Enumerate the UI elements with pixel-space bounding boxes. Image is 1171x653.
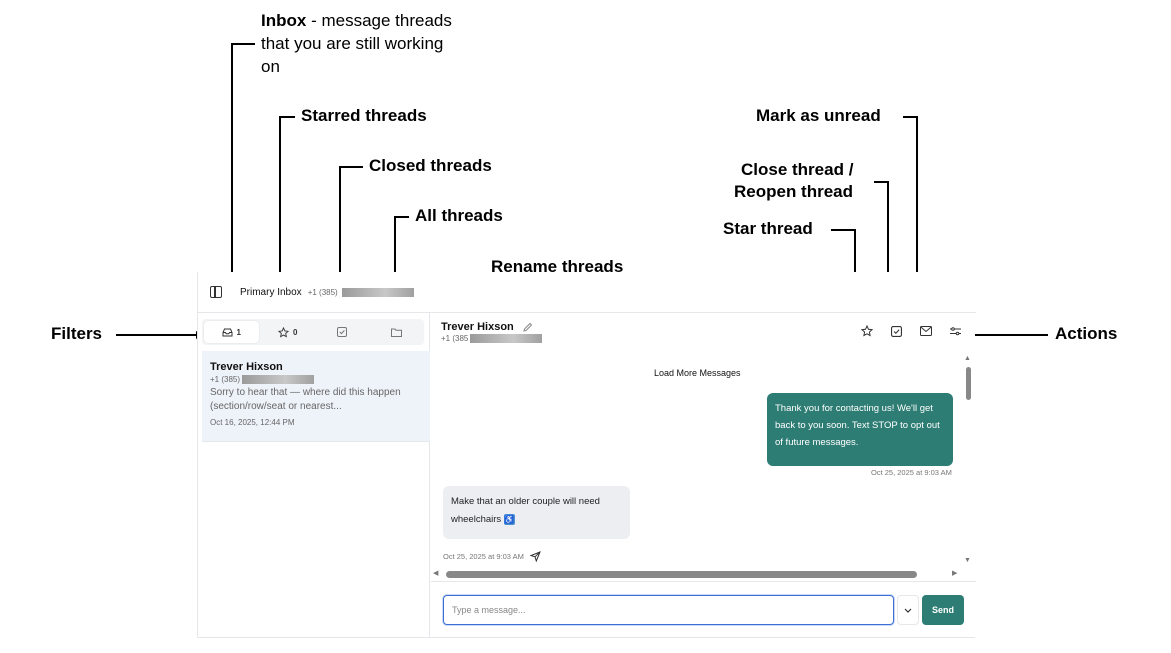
- annotation-starred: Starred threads: [301, 106, 427, 125]
- thread-phone-prefix: +1 (385): [210, 375, 241, 384]
- annotation-star: Star thread: [723, 219, 813, 238]
- inbox-title: Primary Inbox: [240, 286, 302, 298]
- annotation-line: [874, 181, 888, 183]
- filter-starred[interactable]: 0: [261, 319, 316, 345]
- folder-icon: [391, 328, 403, 337]
- thread-filters: 1 0: [202, 319, 424, 345]
- annotation-line: [279, 116, 281, 320]
- annotation-close-reopen-2: Reopen thread: [734, 182, 854, 201]
- annotation-line: [231, 43, 255, 45]
- check-square-icon: [337, 327, 348, 337]
- redacted-phone: [242, 375, 315, 384]
- annotation-line: [279, 116, 295, 118]
- incoming-message: Make that an older couple will need whee…: [443, 486, 630, 539]
- inbox-phone: +1 (385): [307, 287, 338, 297]
- composer-options-button[interactable]: [897, 595, 919, 625]
- annotation-inbox-desc-3: on: [261, 57, 280, 76]
- conversation-panel: Trever Hixson +1 (385: [431, 313, 976, 638]
- conversation-phone-prefix: +1 (385: [441, 334, 469, 343]
- conversation-header: Trever Hixson +1 (385: [441, 321, 543, 343]
- annotation-line: [916, 116, 918, 320]
- annotation-line: [394, 216, 396, 320]
- annotation-inbox-desc-2: that you are still working: [261, 34, 444, 53]
- annotation-line: [940, 334, 1048, 336]
- annotation-close-reopen-1: Close thread /: [741, 160, 854, 179]
- star-icon[interactable]: [861, 325, 873, 337]
- annotation-inbox-desc-1: - message threads: [306, 11, 452, 30]
- thread-actions: [861, 325, 961, 337]
- annotation-line: [339, 166, 341, 320]
- annotation-all: All threads: [415, 206, 503, 225]
- send-button[interactable]: Send: [922, 595, 964, 625]
- outgoing-message: Thank you for contacting us! We'll get b…: [767, 393, 953, 466]
- outgoing-message-time: Oct 25, 2025 at 9:03 AM: [871, 468, 952, 477]
- thread-phone: +1 (385): [210, 375, 422, 384]
- incoming-message-meta: Oct 25, 2025 at 9:03 AM: [443, 551, 541, 562]
- annotation-mark-unread: Mark as unread: [756, 106, 881, 125]
- thread-list-panel: 1 0 Trever Hixson +1 (38: [198, 313, 430, 638]
- thread-preview: Sorry to hear that — where did this happ…: [210, 387, 401, 412]
- annotation-line: [231, 43, 233, 320]
- chevron-down-icon: [904, 608, 912, 613]
- incoming-message-time: Oct 25, 2025 at 9:03 AM: [443, 552, 524, 561]
- inbox-icon: [222, 328, 233, 337]
- check-square-icon[interactable]: [891, 325, 902, 337]
- annotation-actions: Actions: [1055, 324, 1118, 343]
- message-composer: Send: [431, 581, 976, 638]
- redacted-phone: [341, 287, 414, 297]
- sidebar-toggle-icon[interactable]: [210, 286, 222, 298]
- annotation-line: [339, 166, 363, 168]
- scroll-left-icon[interactable]: ◀: [433, 570, 439, 577]
- filter-starred-count: 0: [293, 327, 298, 337]
- redacted-phone: [470, 334, 543, 343]
- annotation-inbox: Inbox - message threads: [261, 10, 452, 32]
- send-arrow-icon: [529, 551, 541, 562]
- wheelchair-icon: ♿: [503, 513, 515, 525]
- messaging-app: Primary Inbox +1 (385) 1 0: [197, 272, 976, 638]
- pencil-icon[interactable]: [522, 322, 533, 333]
- annotation-inbox-title: Inbox: [261, 11, 307, 30]
- annotation-line: [887, 181, 889, 320]
- filter-inbox-count: 1: [236, 327, 241, 337]
- conversation-contact-name: Trever Hixson: [441, 321, 514, 333]
- filter-all[interactable]: [370, 319, 425, 345]
- vertical-scrollbar[interactable]: [966, 367, 971, 400]
- star-icon: [278, 326, 290, 338]
- annotation-line: [831, 229, 855, 231]
- conversation-phone: +1 (385: [441, 334, 543, 343]
- horizontal-scrollbar[interactable]: [446, 571, 917, 578]
- annotation-rename: Rename threads: [491, 257, 624, 276]
- thread-list-item[interactable]: Trever Hixson +1 (385) Sorry to hear tha…: [202, 351, 430, 442]
- load-more-messages[interactable]: Load More Messages: [654, 368, 741, 378]
- filter-closed[interactable]: [315, 319, 370, 345]
- filter-inbox[interactable]: 1: [204, 321, 259, 343]
- mail-icon[interactable]: [920, 326, 932, 336]
- thread-contact-name: Trever Hixson: [210, 361, 283, 373]
- incoming-message-text: Make that an older couple will need whee…: [451, 496, 600, 525]
- sliders-icon[interactable]: [950, 326, 961, 336]
- message-input[interactable]: [443, 595, 894, 625]
- annotation-line: [116, 334, 198, 336]
- annotation-filters: Filters: [51, 324, 103, 343]
- conversation-contact: Trever Hixson: [441, 321, 542, 333]
- annotation-closed: Closed threads: [369, 156, 492, 175]
- annotation-line: [903, 116, 917, 118]
- thread-date: Oct 16, 2025, 12:44 PM: [210, 418, 295, 427]
- top-bar: Primary Inbox +1 (385): [198, 272, 976, 313]
- scroll-down-icon[interactable]: ▼: [964, 557, 971, 564]
- annotation-line: [394, 216, 409, 218]
- scroll-up-icon[interactable]: ▲: [964, 355, 971, 362]
- scroll-right-icon[interactable]: ▶: [952, 570, 958, 577]
